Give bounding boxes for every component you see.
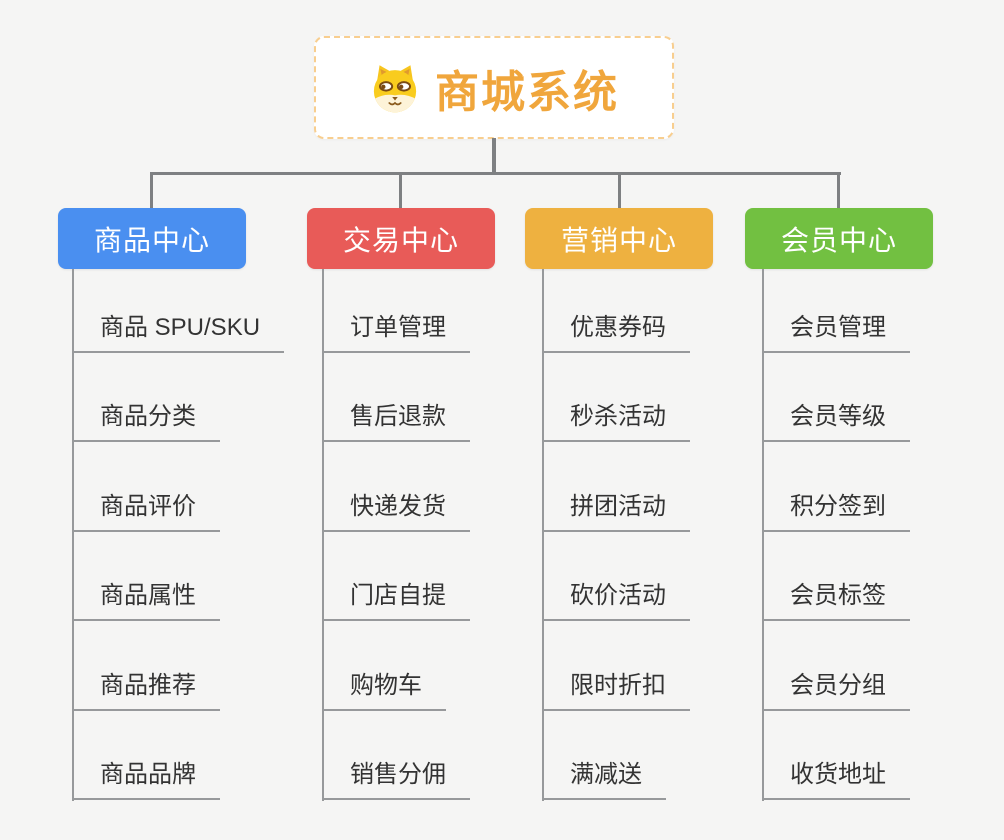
topic-item[interactable]: 销售分佣 <box>322 760 470 800</box>
topic-item[interactable]: 优惠券码 <box>542 313 690 353</box>
topic-item[interactable]: 商品评价 <box>72 492 220 532</box>
branch-trunk-line-2 <box>322 269 324 801</box>
topic-item[interactable]: 会员分组 <box>762 671 910 711</box>
branch-member-center[interactable]: 会员中心 <box>745 208 933 269</box>
topic-item[interactable]: 订单管理 <box>322 313 470 353</box>
topic-item[interactable]: 门店自提 <box>322 581 470 621</box>
branch-label: 会员中心 <box>780 224 897 256</box>
topic-item[interactable]: 限时折扣 <box>542 671 690 711</box>
topic-item[interactable]: 秒杀活动 <box>542 402 690 442</box>
topic-item[interactable]: 拼团活动 <box>542 492 690 532</box>
topic-item[interactable]: 收货地址 <box>762 760 910 800</box>
topic-item[interactable]: 会员管理 <box>762 313 910 353</box>
topic-item[interactable]: 商品分类 <box>72 402 220 442</box>
branch-trade-center[interactable]: 交易中心 <box>307 208 495 269</box>
branch-trunk-line-3 <box>542 269 544 801</box>
topic-item[interactable]: 会员标签 <box>762 581 910 621</box>
connector-stub-2 <box>399 172 402 209</box>
topic-item[interactable]: 商品推荐 <box>72 671 220 711</box>
topic-item[interactable]: 售后退款 <box>322 402 470 442</box>
topic-item[interactable]: 商品 SPU/SKU <box>72 313 285 353</box>
branch-label: 商品中心 <box>93 224 210 256</box>
topic-item[interactable]: 会员等级 <box>762 402 910 442</box>
branch-label: 营销中心 <box>560 224 677 256</box>
connector-stub-3 <box>618 172 621 209</box>
connector-stub-4 <box>837 172 840 209</box>
branch-trunk-line-4 <box>762 269 764 801</box>
topic-item[interactable]: 砍价活动 <box>542 581 690 621</box>
topic-item[interactable]: 购物车 <box>322 671 446 711</box>
branch-marketing-center[interactable]: 营销中心 <box>525 208 713 269</box>
connector-stub-1 <box>150 172 153 209</box>
topic-item[interactable]: 快递发货 <box>322 492 470 532</box>
topic-item[interactable]: 积分签到 <box>762 492 910 532</box>
dog-face-icon <box>373 64 417 112</box>
root-topic-title: 商城系统 <box>435 67 619 117</box>
branch-trunk-line-1 <box>72 269 74 801</box>
connector-horizontal <box>150 172 841 175</box>
connector-root-drop <box>492 138 496 174</box>
root-topic[interactable]: 商城系统 <box>314 36 674 139</box>
branch-label: 交易中心 <box>342 224 459 256</box>
branch-product-center[interactable]: 商品中心 <box>58 208 246 269</box>
topic-item[interactable]: 商品属性 <box>72 581 220 621</box>
topic-item[interactable]: 满减送 <box>542 760 666 800</box>
topic-item[interactable]: 商品品牌 <box>72 760 220 800</box>
